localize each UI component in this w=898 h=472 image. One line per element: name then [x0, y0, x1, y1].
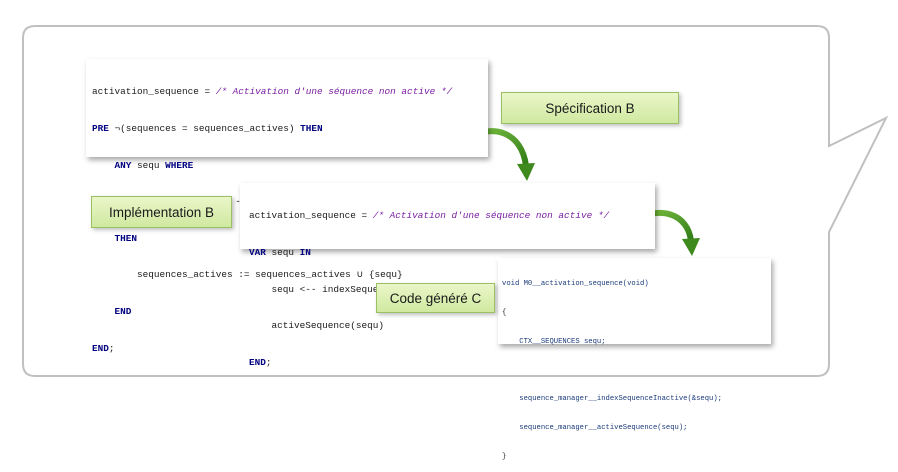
code-line: sequence_manager__activeSequence(sequ);: [502, 424, 688, 433]
label-implementation-b: Implémentation B: [91, 196, 232, 228]
code-line: void M0__activation_sequence(void): [502, 280, 649, 289]
code-line: END;: [249, 356, 272, 368]
code-line: CTX__SEQUENCES sequ;: [502, 337, 606, 346]
code-line: }: [502, 452, 507, 461]
label-generated-c: Code généré C: [376, 283, 495, 313]
code-line: END;: [92, 342, 115, 354]
code-line: activeSequence(sequ): [249, 320, 385, 332]
code-line: [502, 367, 767, 377]
code-line: PRE ¬(sequences = sequences_actives) THE…: [92, 123, 323, 135]
b-specification-code: activation_sequence = /* Activation d'un…: [86, 59, 488, 354]
code-line: sequences_actives := sequences_actives ∪…: [92, 269, 403, 281]
label-specification-b: Spécification B: [501, 92, 679, 124]
code-line: END: [114, 306, 132, 318]
code-line: {: [502, 308, 507, 317]
b-implementation-code: activation_sequence = /* Activation d'un…: [240, 183, 655, 368]
code-line: THEN: [114, 232, 138, 244]
code-line: activation_sequence = /* Activation d'un…: [249, 210, 610, 222]
code-line: activation_sequence = /* Activation d'un…: [92, 86, 453, 98]
code-line: sequence_manager__indexSequenceInactive(…: [502, 395, 722, 404]
code-line: ANY sequ WHERE: [114, 159, 194, 171]
generated-c-code: void M0__activation_sequence(void) { CTX…: [498, 258, 771, 461]
code-line: VAR sequ IN: [249, 247, 311, 259]
